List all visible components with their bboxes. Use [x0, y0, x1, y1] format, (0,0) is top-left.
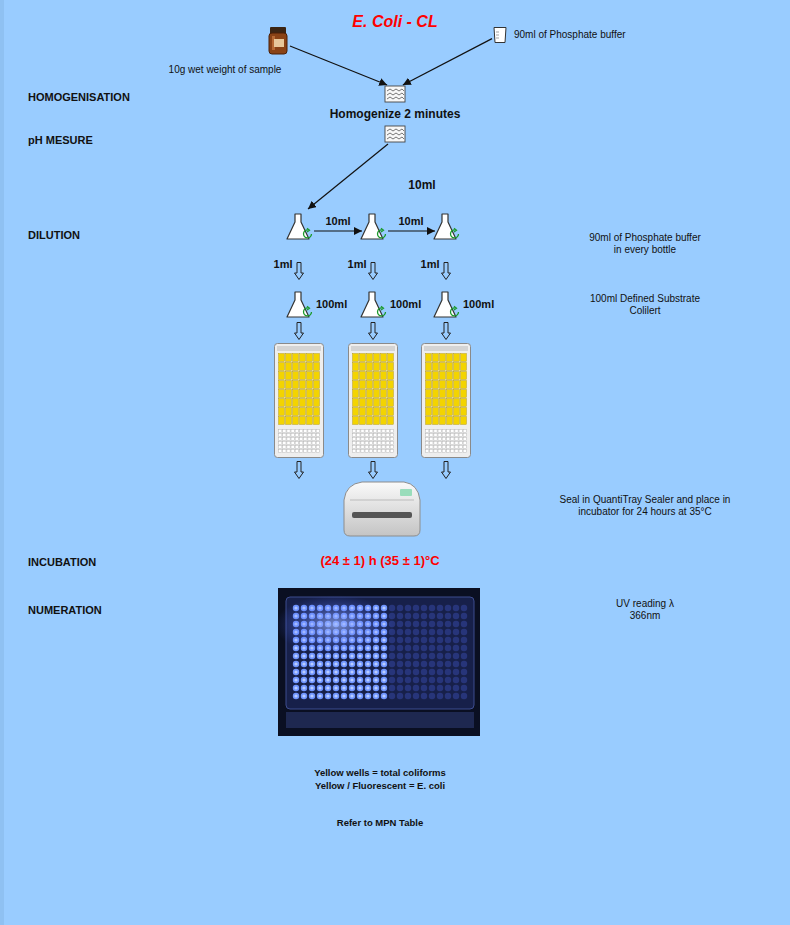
node-label: 100ml [463, 298, 494, 311]
result-note: Yellow / Fluorescent = E. coli [315, 780, 445, 791]
step-label: INCUBATION [28, 556, 96, 569]
buffer-beaker: 90ml of Phosphate buffer [492, 26, 626, 44]
bag-icon [383, 85, 407, 103]
side-note: 100ml Defined Substrate Colilert [580, 293, 710, 317]
diagram-title: E. Coli - CL [352, 12, 437, 31]
node-label: 100ml [390, 298, 421, 311]
flow-arrow [403, 39, 492, 85]
flask-icon [357, 290, 389, 320]
flask-icon [430, 290, 462, 320]
volume-label: 1ml [348, 258, 367, 271]
node-label: 100ml [316, 298, 347, 311]
volume-label: 10ml [408, 178, 435, 192]
substrate-flask: 100ml [283, 290, 347, 320]
node-label: 90ml of Phosphate buffer [514, 29, 626, 41]
volume-label: 1ml [274, 258, 293, 271]
result-note: Yellow wells = total coliforms [314, 767, 446, 778]
step-label: DILUTION [28, 229, 80, 242]
step-label: NUMERATION [28, 604, 102, 617]
step-label: HOMOGENISATION [28, 91, 130, 104]
flask-icon [283, 290, 315, 320]
result-note: Refer to MPN Table [337, 817, 423, 828]
node-label: 10g wet weight of sample [160, 64, 290, 76]
side-note: Seal in QuantiTray Sealer and place in i… [553, 494, 738, 518]
sample-jar: 10g wet weight of sample [160, 26, 290, 76]
side-note: UV reading λ 366nm [614, 598, 676, 622]
node-label: Homogenize 2 minutes [330, 107, 461, 121]
flow-arrow [290, 46, 387, 85]
volume-label: 10ml [398, 215, 423, 228]
substrate-flask: 100ml [430, 290, 494, 320]
step-label: pH MESURE [28, 134, 93, 147]
homogenizer-bag: Homogenize 2 minutes [330, 85, 461, 121]
volume-label: 1ml [421, 258, 440, 271]
beaker-icon [492, 26, 508, 44]
incubation-condition: (24 ± 1) h (35 ± 1)°C [320, 553, 439, 569]
substrate-flask: 100ml [357, 290, 421, 320]
volume-label: 10ml [325, 215, 350, 228]
jar-icon [160, 26, 290, 56]
side-note: 90ml of Phosphate buffer in every bottle [589, 232, 701, 256]
